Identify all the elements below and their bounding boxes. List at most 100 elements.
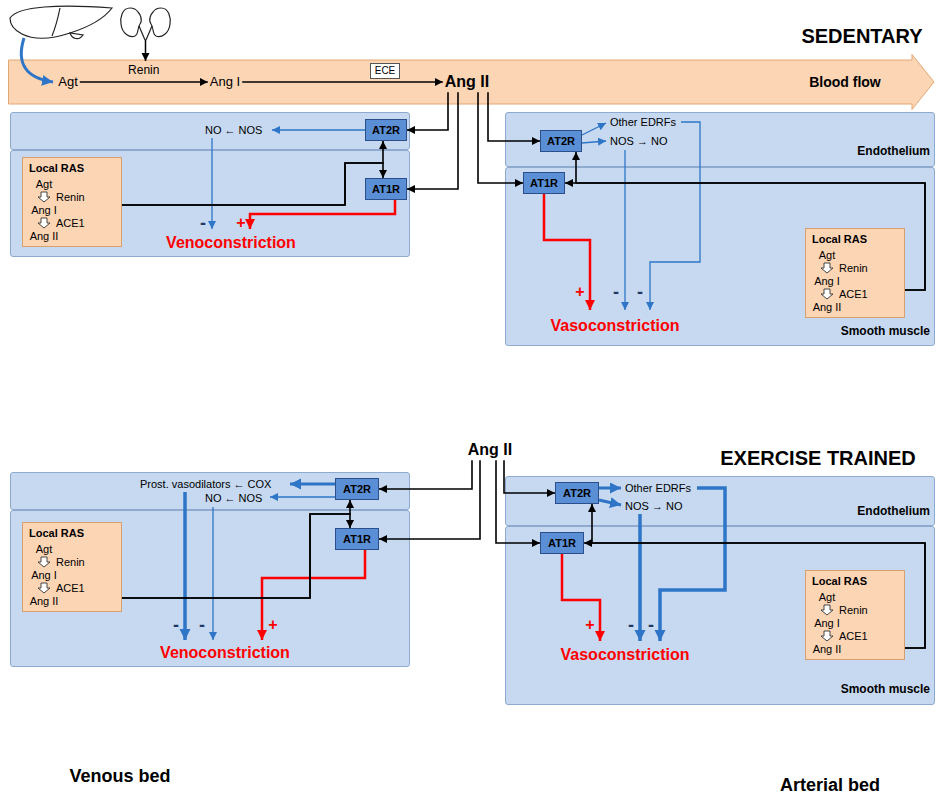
- molecule-node: Ang II: [443, 72, 491, 92]
- enzyme-label: Renin: [56, 556, 85, 569]
- enzyme-label: Renin: [56, 191, 85, 204]
- pathway-label: Prost. vasodilators ← COX: [140, 478, 271, 491]
- receptor-box: AT2R: [555, 482, 599, 504]
- stimulation-sign: +: [268, 616, 277, 634]
- box-heading: Local RAS: [29, 162, 84, 175]
- connector-arrow: [407, 92, 448, 130]
- receptor-name: AT2R: [372, 124, 400, 137]
- pathway-label: NOS → NO: [625, 500, 682, 513]
- molecule-label: Ang II: [30, 595, 59, 608]
- molecule-label: Agt: [36, 543, 53, 556]
- layer-label: Smooth muscle: [841, 325, 930, 339]
- kidney-drawing: [121, 8, 170, 40]
- receptor-box: AT1R: [523, 172, 565, 194]
- endothelium-band: Prost. vasodilators ← COXNO ← NOS AT2R: [10, 472, 410, 510]
- layer-label: Endothelium: [857, 505, 930, 519]
- connector-arrow: [407, 92, 458, 189]
- endothelium-band: Other EDRFsNOS → NO Endothelium AT2R: [505, 112, 935, 167]
- pathway-label: NOS → NO: [610, 135, 667, 148]
- connector-arrow: [379, 460, 480, 539]
- molecule-label: Ang I: [814, 617, 840, 630]
- molecule-node: Ang I: [208, 74, 242, 91]
- receptor-box: AT2R: [335, 478, 379, 500]
- box-heading: Local RAS: [812, 233, 867, 246]
- enzyme-label: ACE1: [839, 630, 868, 643]
- bed-label: Arterial bed: [780, 775, 880, 796]
- enzyme-label: ACE1: [839, 288, 868, 301]
- molecule-label: Agt: [819, 249, 836, 262]
- stimulation-sign: +: [236, 214, 245, 232]
- molecule-label: Ang II: [813, 643, 842, 656]
- layer-label: Smooth muscle: [841, 683, 930, 697]
- smooth-muscle-band: VasoconstrictionSmooth muscle AT1R Local R…: [505, 526, 935, 705]
- receptor-box: AT1R: [540, 532, 584, 554]
- enzyme-label: Renin: [839, 604, 868, 617]
- molecule-label: Ang I: [31, 204, 57, 217]
- molecule-label: Ang I: [814, 275, 840, 288]
- liver-drawing: [10, 6, 112, 38]
- effect-arrows: [185, 122, 725, 641]
- section-heading: EXERCISE TRAINED: [720, 447, 916, 470]
- connector-arrow: [242, 81, 443, 83]
- effect-label: Venoconstriction: [160, 644, 290, 662]
- effect-label: Vasoconstriction: [561, 646, 690, 664]
- molecule-node: Ang II: [466, 440, 514, 460]
- molecule-label: Ang II: [813, 301, 842, 314]
- inhibition-sign: -: [613, 282, 619, 303]
- local-ras-box: Local RASAgtReninAng IACE1Ang II: [22, 157, 122, 247]
- blood-flow-arrow: Blood flowAgtAng IECEAng II: [8, 54, 935, 110]
- box-heading: Local RAS: [812, 575, 867, 588]
- connector-arrow: [488, 92, 540, 141]
- connector-arrow: [576, 152, 925, 290]
- inhibition-sign: -: [173, 615, 179, 636]
- smooth-muscle-band: Venoconstriction Local RAS AgtReninAng IAC…: [10, 510, 410, 667]
- connector-arrow: [122, 163, 383, 205]
- connector-arrow: [80, 81, 208, 83]
- connector-arrow: [122, 141, 383, 205]
- stimulation-sign: +: [585, 616, 594, 634]
- molecule-label: Agt: [819, 591, 836, 604]
- molecule-label: Ang II: [445, 73, 489, 91]
- local-ras-box: Local RAS AgtReninAng IACE1Ang II: [22, 522, 122, 612]
- effect-label: Venoconstriction: [166, 234, 296, 252]
- receptor-name: AT2R: [547, 135, 575, 148]
- molecule-label: Ang I: [210, 75, 240, 90]
- stimulation-sign: +: [575, 283, 584, 301]
- receptor-box: AT2R: [365, 119, 407, 141]
- molecule-label: Ang I: [31, 569, 57, 582]
- receptor-name: AT1R: [343, 533, 371, 546]
- receptor-name: AT2R: [343, 483, 371, 496]
- receptor-box: AT1R: [365, 178, 407, 200]
- connector-arrow: [584, 543, 925, 648]
- receptor-box: AT1R: [335, 528, 379, 550]
- hollow-arrows: [38, 192, 833, 641]
- enzyme-label: ACE1: [56, 582, 85, 595]
- receptor-name: AT2R: [563, 487, 591, 500]
- inhibition-sign: -: [637, 282, 643, 303]
- molecule-label: Agt: [36, 178, 53, 191]
- endothelium-band: NO ← NOS AT2R: [10, 112, 410, 150]
- smooth-muscle-band: VenoconstrictionLocal RASAgtReninAng IAC…: [10, 150, 410, 257]
- flow-label: Blood flow: [809, 74, 881, 90]
- connector-arrow: [592, 504, 925, 648]
- box-heading: Local RAS: [29, 527, 84, 540]
- receptor-name: AT1R: [372, 183, 400, 196]
- layer-label: Endothelium: [857, 145, 930, 159]
- pathway-label: NO ← NOS: [205, 492, 262, 505]
- connector-arrow: [122, 514, 350, 598]
- bed-label: Venous bed: [69, 766, 170, 787]
- molecule-label: Ang II: [468, 441, 512, 459]
- inhibition-sign: -: [200, 213, 206, 234]
- pathway-label: Other EDRFs: [625, 482, 691, 495]
- inhibition-sign: -: [648, 615, 654, 636]
- smooth-muscle-band: VasoconstrictionSmooth muscleAT1RLocal R…: [505, 167, 935, 346]
- connector-arrow: [565, 183, 925, 290]
- endothelium-band: Other EDRFsNOS → NO Endothelium AT2R: [505, 476, 935, 526]
- pathway-label: Other EDRFs: [610, 116, 676, 129]
- molecule-node: Agt: [56, 74, 80, 91]
- pathway-label: NO ← NOS: [205, 124, 262, 137]
- receptor-name: AT1R: [548, 537, 576, 550]
- connector-arrow: [504, 460, 555, 493]
